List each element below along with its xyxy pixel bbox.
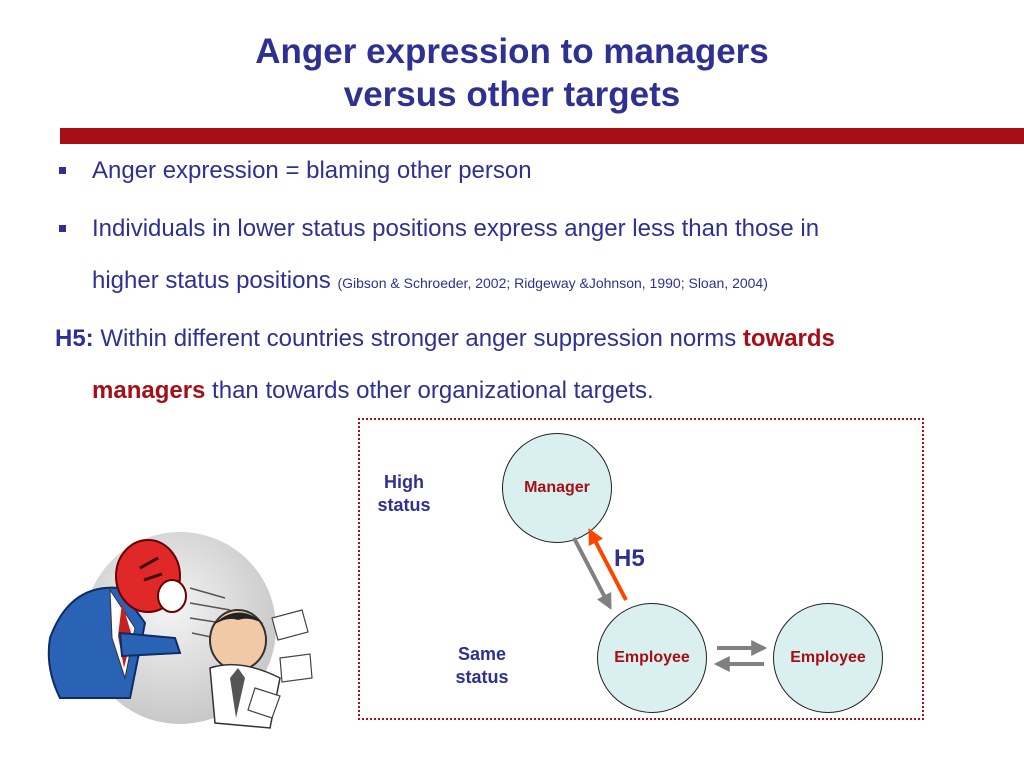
arrow-employee-to-manager — [588, 528, 628, 601]
high-status-line-1: High — [384, 472, 424, 492]
hypothesis-line-1: H5: Within different countries stronger … — [55, 313, 1015, 365]
bullet-2-line-2: higher status positions (Gibson & Schroe… — [92, 255, 1012, 309]
h5-label: H5 — [614, 545, 645, 572]
square-bullet-icon — [59, 167, 66, 174]
employee-right-label: Employee — [790, 649, 866, 666]
manager-label: Manager — [524, 479, 590, 496]
hypothesis-emphasis-1: towards — [742, 325, 835, 352]
employee-left-label: Employee — [614, 649, 690, 666]
square-bullet-icon — [59, 225, 66, 232]
slide-title: Anger expression to managers versus othe… — [0, 30, 1024, 116]
same-status-line-2: status — [455, 667, 509, 687]
same-status-line-1: Same — [457, 644, 507, 664]
bullet-1-text: Anger expression = blaming other person — [92, 157, 532, 184]
bullet-2-line-1: Individuals in lower status positions ex… — [92, 215, 820, 242]
title-divider — [60, 128, 1024, 144]
bullet-1: Anger expression = blaming other person — [92, 145, 532, 197]
hypothesis-label: H5: — [55, 325, 94, 352]
diagram-frame — [358, 418, 924, 720]
bullet-2-line-2-text: higher status positions — [92, 267, 331, 294]
high-status-label: High status — [366, 471, 442, 517]
employee-node-right: Employee — [773, 603, 883, 713]
hypothesis-emphasis-2: managers — [92, 377, 206, 404]
hypothesis: H5: Within different countries stronger … — [55, 313, 1015, 417]
same-status-label: Same status — [444, 643, 520, 689]
citation: (Gibson & Schroeder, 2002; Ridgeway &Joh… — [337, 275, 768, 291]
angry-boss-illustration — [47, 532, 313, 729]
title-line-1: Anger expression to managers — [255, 32, 769, 71]
hypothesis-line-2: managers than towards other organization… — [55, 365, 1015, 417]
arrow-manager-to-employee — [572, 537, 612, 610]
high-status-line-2: status — [377, 495, 431, 515]
hypothesis-text-1: Within different countries stronger ange… — [93, 325, 743, 352]
hypothesis-text-2: than towards other organizational target… — [205, 377, 654, 404]
title-line-2: versus other targets — [343, 75, 681, 114]
employee-node-left: Employee — [597, 603, 707, 713]
bullet-2: Individuals in lower status positions ex… — [92, 203, 1012, 309]
manager-node: Manager — [502, 433, 612, 543]
